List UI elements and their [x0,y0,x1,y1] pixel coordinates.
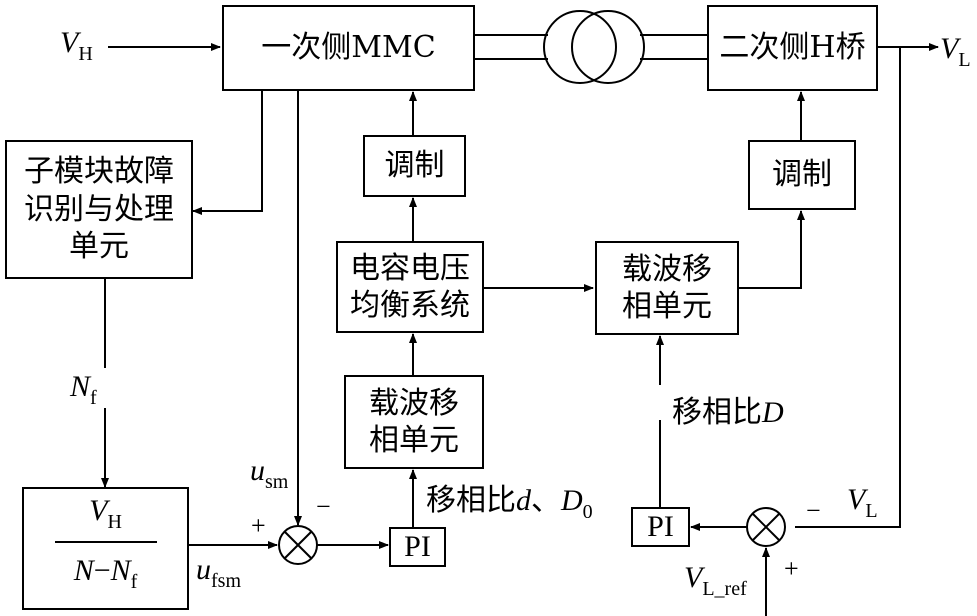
pi-right-block: PI [631,507,690,547]
primary-mmc-label: 一次侧MMC [261,30,436,66]
secondary-hbridge-label: 二次侧H桥 [719,30,866,66]
modulation-left-label: 调制 [384,148,445,184]
carrier-right-to-modulation [739,210,805,289]
shift-ratio-left-label: 移相比d、D0 [426,483,593,523]
capacitor-balance-block: 电容电压 均衡系统 [336,241,484,333]
vh-input-label: VH [60,26,93,65]
usm-label: usm [250,454,289,493]
transformer-coil-right [571,10,645,84]
fraction-block [22,487,189,610]
carrier-shift-left-label: 载波移 相单元 [369,385,459,459]
vl-ref-label: VL_ref [684,561,747,600]
fraction-bar [55,541,157,543]
fault-unit-block: 子模块故障 识别与处理 单元 [5,140,193,279]
minus-left-sign: − [316,492,331,521]
ufsm-label: ufsm [196,553,241,592]
capacitor-balance-label: 电容电压 均衡系统 [350,250,470,324]
nf-label: Nf [70,370,97,409]
secondary-hbridge-block: 二次侧H桥 [707,5,878,91]
fraction-denominator: N−Nf [73,554,138,593]
pi-left-label: PI [404,530,431,564]
mmc-to-fault-line [192,90,263,215]
modulation-right-label: 调制 [772,157,832,193]
modulation-right-block: 调制 [748,140,856,210]
carrier-shift-left-block: 载波移 相单元 [344,375,484,469]
plus-left-sign: + [251,511,266,540]
vl-feedback-line [795,47,901,528]
vl-output-label: VL [940,32,971,71]
carrier-shift-right-block: 载波移 相单元 [595,241,739,335]
fault-unit-label: 子模块故障 识别与处理 单元 [24,154,174,265]
transformer-coil-left [543,10,617,84]
primary-mmc-block: 一次侧MMC [222,5,475,91]
minus-right-sign: − [806,496,821,525]
plus-right-sign: + [784,554,799,583]
pi-left-block: PI [389,527,446,567]
shift-ratio-right-label: 移相比D [672,395,784,430]
fraction-numerator: VH [89,494,122,533]
vl-feedback-label: VL [847,483,878,522]
carrier-shift-right-label: 载波移 相单元 [622,251,712,325]
pi-right-label: PI [647,510,674,544]
modulation-left-block: 调制 [363,135,466,197]
